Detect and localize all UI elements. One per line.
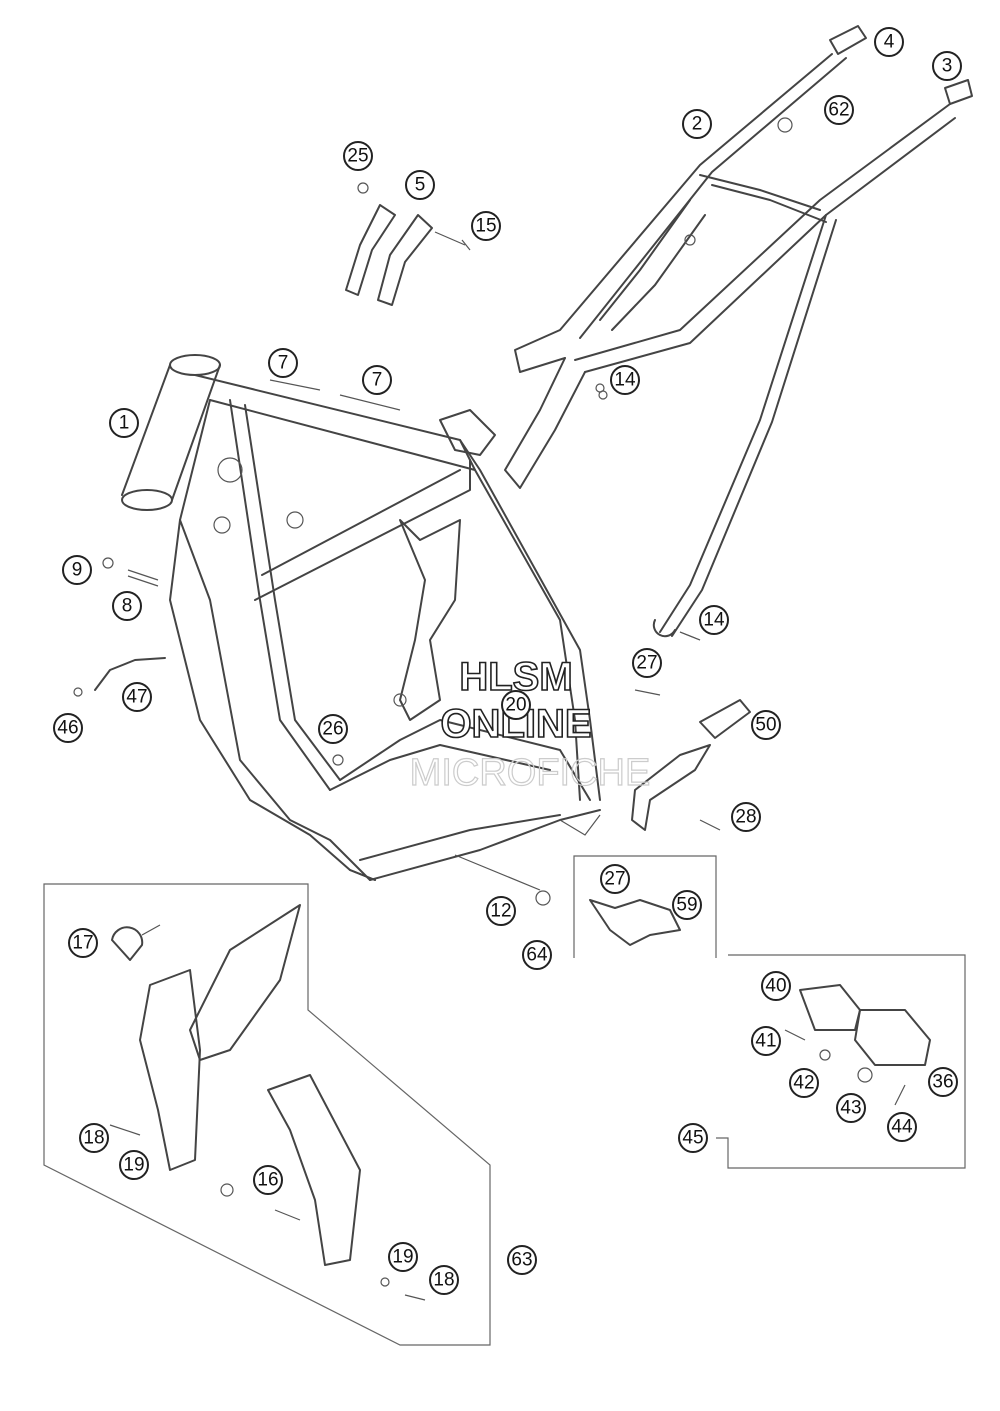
svg-text:63: 63	[511, 1250, 532, 1271]
callout-7: 7	[362, 365, 392, 395]
callout-46: 46	[53, 713, 83, 743]
svg-text:28: 28	[735, 807, 756, 828]
callout-64: 64	[522, 940, 552, 970]
svg-text:47: 47	[126, 687, 147, 708]
mount-bracket-50-drawing	[631, 699, 751, 831]
svg-text:5: 5	[415, 175, 426, 196]
callout-19: 19	[388, 1242, 418, 1272]
svg-text:2: 2	[692, 114, 703, 135]
callout-47: 47	[122, 682, 152, 712]
callout-59: 59	[672, 890, 702, 920]
main-frame-drawing	[121, 354, 601, 881]
svg-text:40: 40	[765, 976, 786, 997]
fasteners-drawing	[73, 390, 721, 906]
svg-text:16: 16	[257, 1170, 278, 1191]
callout-45: 45	[678, 1123, 708, 1153]
svg-text:43: 43	[840, 1098, 861, 1119]
svg-text:14: 14	[614, 370, 636, 391]
callout-18: 18	[429, 1265, 459, 1295]
svg-text:26: 26	[322, 719, 343, 740]
callout-5: 5	[405, 170, 435, 200]
callout-20: 20	[501, 690, 531, 720]
callout-50: 50	[751, 710, 781, 740]
callout-44: 44	[887, 1112, 917, 1142]
svg-text:64: 64	[526, 945, 548, 966]
svg-text:14: 14	[703, 610, 725, 631]
svg-text:8: 8	[122, 596, 133, 617]
svg-text:59: 59	[676, 895, 697, 916]
callout-15: 15	[471, 211, 501, 241]
callout-16: 16	[253, 1165, 283, 1195]
svg-text:50: 50	[755, 715, 776, 736]
callout-3: 3	[932, 51, 962, 81]
group-45-drawing	[716, 954, 966, 1169]
svg-text:46: 46	[57, 718, 78, 739]
callout-4: 4	[874, 27, 904, 57]
callout-8: 8	[112, 591, 142, 621]
svg-text:1: 1	[119, 413, 130, 434]
callout-25: 25	[343, 141, 373, 171]
svg-text:45: 45	[682, 1128, 703, 1149]
svg-text:3: 3	[942, 56, 953, 77]
svg-text:62: 62	[828, 100, 849, 121]
callout-19: 19	[119, 1150, 149, 1180]
svg-text:15: 15	[475, 216, 496, 237]
svg-text:18: 18	[83, 1128, 104, 1149]
subframe-drawing	[504, 25, 973, 641]
svg-text:44: 44	[891, 1117, 913, 1138]
callout-1: 1	[109, 408, 139, 438]
bracket-drawing	[345, 182, 471, 306]
callout-18: 18	[79, 1123, 109, 1153]
svg-text:36: 36	[932, 1072, 953, 1093]
callout-27: 27	[600, 864, 630, 894]
svg-text:7: 7	[278, 353, 289, 374]
callout-28: 28	[731, 802, 761, 832]
svg-text:25: 25	[347, 146, 368, 167]
watermark: HLSM ONLINE MICROFICHE	[409, 654, 651, 794]
callout-9: 9	[62, 555, 92, 585]
svg-text:19: 19	[392, 1247, 413, 1268]
callout-41: 41	[751, 1026, 781, 1056]
callout-43: 43	[836, 1093, 866, 1123]
callout-7: 7	[268, 348, 298, 378]
svg-text:9: 9	[72, 560, 83, 581]
svg-text:27: 27	[604, 869, 625, 890]
callout-42: 42	[789, 1068, 819, 1098]
svg-text:4: 4	[884, 32, 895, 53]
svg-text:18: 18	[433, 1270, 454, 1291]
callout-14: 14	[699, 605, 729, 635]
svg-text:41: 41	[755, 1031, 776, 1052]
callout-63: 63	[507, 1245, 537, 1275]
svg-text:19: 19	[123, 1155, 144, 1176]
svg-text:7: 7	[372, 370, 383, 391]
callout-27: 27	[632, 648, 662, 678]
svg-text:12: 12	[490, 901, 511, 922]
callout-12: 12	[486, 896, 516, 926]
callout-62: 62	[824, 95, 854, 125]
svg-text:27: 27	[636, 653, 657, 674]
svg-text:20: 20	[505, 695, 526, 716]
callout-26: 26	[318, 714, 348, 744]
svg-text:42: 42	[793, 1073, 814, 1094]
callout-2: 2	[682, 109, 712, 139]
callout-36: 36	[928, 1067, 958, 1097]
callout-14: 14	[610, 365, 640, 395]
callout-17: 17	[68, 928, 98, 958]
svg-text:17: 17	[72, 933, 93, 954]
group-63-drawing	[43, 883, 491, 1346]
watermark-line-3: MICROFICHE	[410, 752, 651, 794]
callout-40: 40	[761, 971, 791, 1001]
group-64-drawing	[573, 855, 717, 958]
